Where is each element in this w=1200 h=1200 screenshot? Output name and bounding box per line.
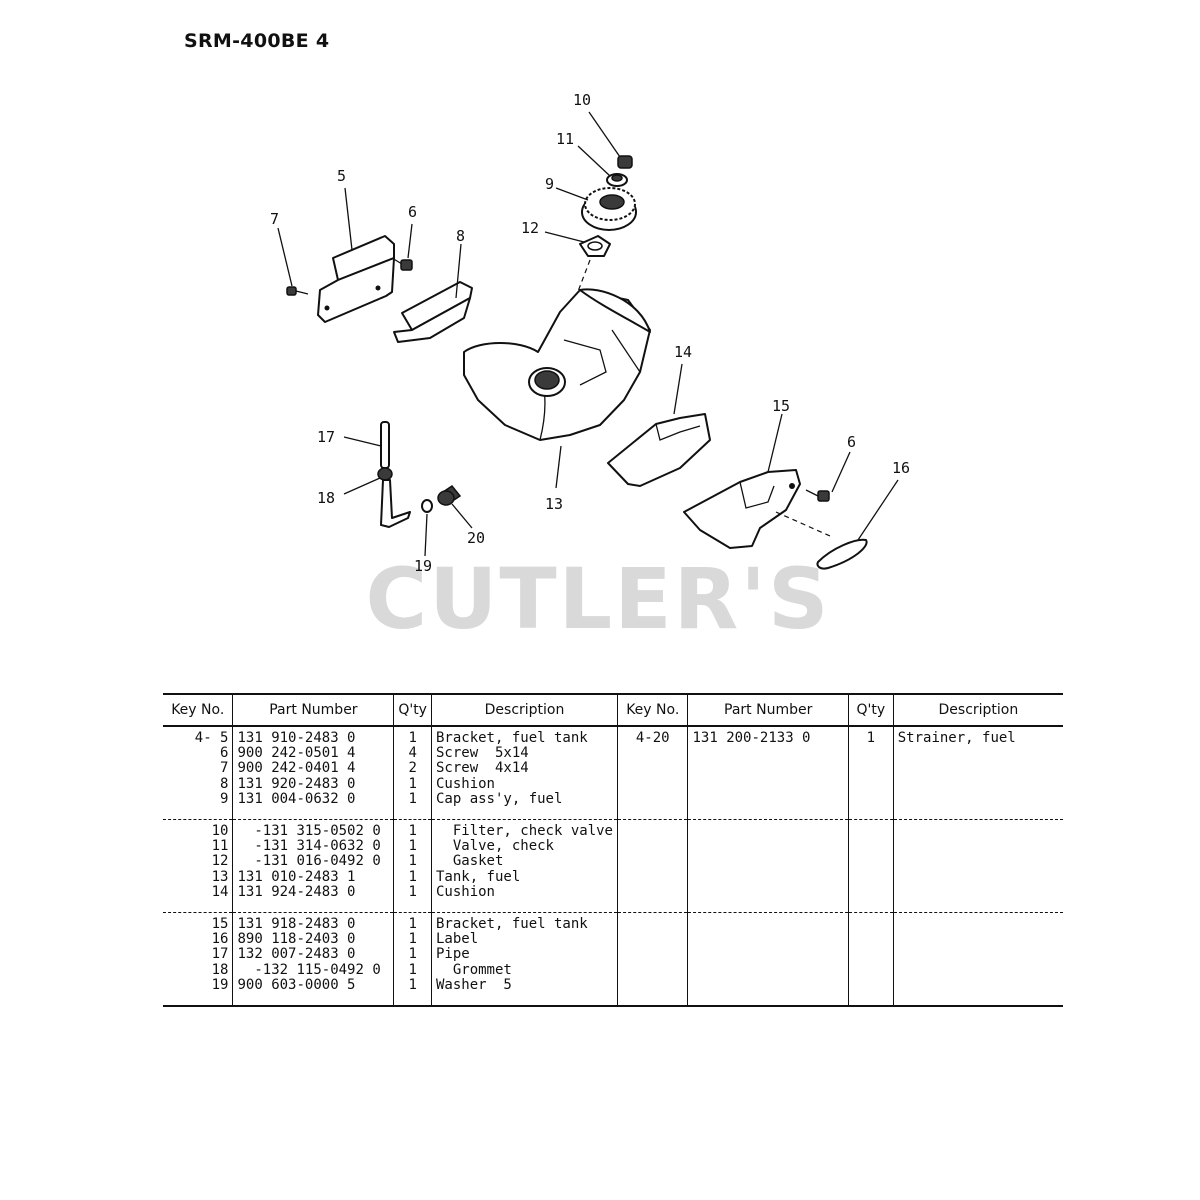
callout-11: 11 — [556, 130, 574, 148]
callout-16: 16 — [892, 459, 910, 477]
description-cell-2: Strainer, fuel — [892, 726, 1063, 821]
table-row: 10 11 12 13 14 -131 315-0502 0 -131 314-… — [163, 819, 1063, 914]
part-8-cushion — [393, 281, 473, 343]
col-header-description-2: Description — [892, 693, 1063, 727]
part-6-screw-lower — [805, 489, 830, 502]
callout-17: 17 — [317, 428, 335, 446]
qty-cell-2 — [847, 912, 894, 1008]
part-7-screw — [286, 286, 309, 296]
leader-lines — [277, 111, 899, 557]
key-no-cell: 4- 5 6 7 8 9 — [163, 726, 233, 821]
callout-20: 20 — [467, 529, 485, 547]
page-title: SRM-400BE 4 — [184, 30, 330, 52]
callout-10: 10 — [573, 91, 591, 109]
description-cell: Bracket, fuel tank Screw 5x14 Screw 4x14… — [430, 726, 618, 821]
callout-7: 7 — [270, 210, 279, 228]
description-cell: Filter, check valve Valve, check Gasket … — [430, 819, 618, 914]
key-no-cell-2 — [616, 912, 688, 1008]
table-row: 15 16 17 18 19 131 918-2483 0 890 118-24… — [163, 912, 1063, 1008]
part-13-tank-fuel — [463, 288, 651, 441]
col-header-part-number: Part Number — [232, 693, 394, 727]
part-14-cushion — [607, 413, 711, 487]
part-12-gasket — [579, 235, 611, 257]
part-20-strainer-fuel — [437, 484, 462, 506]
callout-18: 18 — [317, 489, 335, 507]
part-19-washer — [421, 499, 433, 513]
key-no-cell: 15 16 17 18 19 — [163, 912, 233, 1008]
col-header-key-no-2: Key No. — [616, 693, 688, 727]
part-number-cell-2 — [687, 819, 849, 914]
part-17-pipe — [380, 421, 390, 469]
qty-cell-2: 1 — [847, 726, 894, 821]
col-header-qty-2: Q'ty — [847, 693, 894, 727]
part-18-grommet — [377, 467, 411, 528]
part-number-cell-2: 131 200-2133 0 — [687, 726, 849, 821]
description-cell-2 — [892, 819, 1063, 914]
table-group-3: 15 16 17 18 19 131 918-2483 0 890 118-24… — [163, 912, 1063, 1008]
col-header-part-number-2: Part Number — [687, 693, 849, 727]
part-10-filter-check-valve — [617, 155, 633, 169]
parts-table: Key No. Part Number Q'ty Description Key… — [163, 693, 1063, 1008]
callout-6-lower: 6 — [847, 433, 856, 451]
callout-6-upper: 6 — [408, 203, 417, 221]
key-no-cell-2: 4-20 — [616, 726, 688, 821]
part-6-screw — [391, 257, 413, 271]
key-no-cell: 10 11 12 13 14 — [163, 819, 233, 914]
description-cell: Bracket, fuel tank Label Pipe Grommet Wa… — [430, 912, 618, 1008]
qty-cell-2 — [847, 819, 894, 914]
col-header-key-no: Key No. — [163, 693, 233, 727]
qty-cell: 1 4 2 1 1 — [393, 726, 432, 821]
col-header-qty: Q'ty — [393, 693, 432, 727]
qty-cell: 1 1 1 1 1 — [393, 819, 432, 914]
part-5-bracket-fuel-tank — [317, 235, 395, 323]
col-header-description: Description — [430, 693, 618, 727]
part-16-label — [816, 538, 868, 570]
part-number-cell: -131 315-0502 0 -131 314-0632 0 -131 016… — [232, 819, 394, 914]
callout-labels: 10 11 9 12 5 6 7 8 14 15 6 16 17 18 13 1… — [270, 91, 910, 575]
part-11-valve-check — [606, 173, 628, 187]
key-no-cell-2 — [616, 819, 688, 914]
part-number-cell-2 — [687, 912, 849, 1008]
description-cell-2 — [892, 912, 1063, 1008]
table-group-2: 10 11 12 13 14 -131 315-0502 0 -131 314-… — [163, 819, 1063, 914]
callout-9: 9 — [545, 175, 554, 193]
callout-5: 5 — [337, 167, 346, 185]
part-number-cell: 131 910-2483 0 900 242-0501 4 900 242-04… — [232, 726, 394, 821]
part-15-bracket-fuel-tank — [683, 469, 801, 549]
callout-12: 12 — [521, 219, 539, 237]
callout-14: 14 — [674, 343, 692, 361]
callout-15: 15 — [772, 397, 790, 415]
callout-13: 13 — [545, 495, 563, 513]
part-9-cap-fuel — [581, 187, 637, 231]
part-number-cell: 131 918-2483 0 890 118-2403 0 132 007-24… — [232, 912, 394, 1008]
table-group-1: 4- 5 6 7 8 9 131 910-2483 0 900 242-0501… — [163, 726, 1063, 821]
table-row: 4- 5 6 7 8 9 131 910-2483 0 900 242-0501… — [163, 726, 1063, 821]
qty-cell: 1 1 1 1 1 — [393, 912, 432, 1008]
table-header-row: Key No. Part Number Q'ty Description Key… — [163, 693, 1063, 727]
callout-19: 19 — [414, 557, 432, 575]
callout-8: 8 — [456, 227, 465, 245]
watermark: CUTLER'S — [366, 550, 831, 648]
